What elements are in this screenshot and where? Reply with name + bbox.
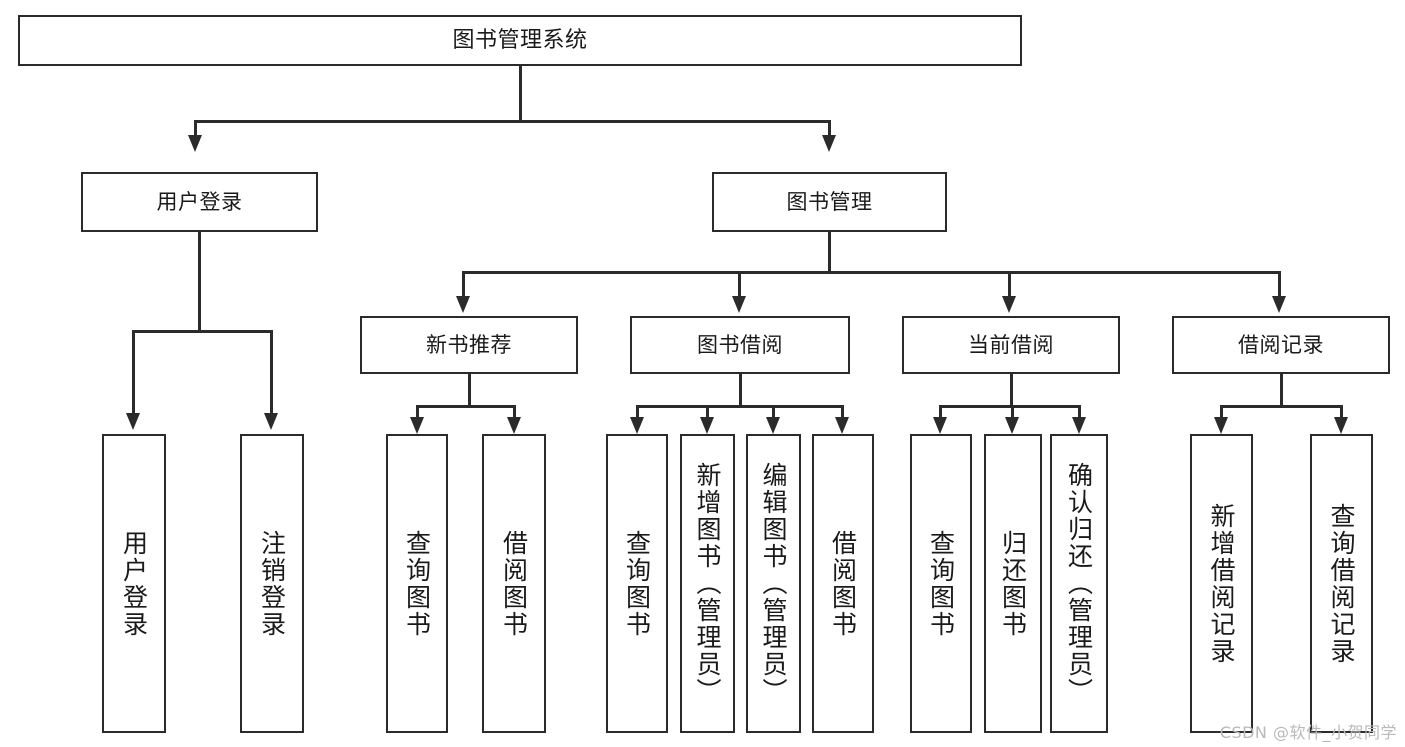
arrowhead-leaf-borrowrecord-2 bbox=[1334, 417, 1348, 434]
connector-drop-leaf-bookborrow-2 bbox=[706, 405, 709, 419]
connector-drop-leaf-borrowrecord-1 bbox=[1220, 405, 1223, 419]
node-label: 查询借阅记录 bbox=[1327, 502, 1356, 665]
leaf-query-borrow-record[interactable]: 查询借阅记录 bbox=[1310, 434, 1373, 733]
connector-drop-leaf-bookborrow-1 bbox=[636, 405, 639, 419]
connector-book-management-stem bbox=[828, 232, 831, 273]
arrowhead-user-login bbox=[188, 135, 202, 152]
node-root-book-management-system[interactable]: 图书管理系统 bbox=[18, 15, 1022, 66]
connector-drop-level3-2 bbox=[738, 271, 741, 298]
node-label: 查询图书 bbox=[402, 529, 432, 638]
arrowhead-level3-1 bbox=[456, 296, 470, 313]
connector-current-borrow-bus bbox=[939, 405, 1080, 408]
node-label: 新书推荐 bbox=[426, 332, 512, 357]
connector-drop-level3-3 bbox=[1008, 271, 1011, 298]
connector-current-borrow-stem bbox=[1010, 374, 1013, 407]
node-label: 新增借阅记录 bbox=[1207, 502, 1236, 665]
connector-borrow-record-bus bbox=[1220, 405, 1342, 408]
node-current-borrow[interactable]: 当前借阅 bbox=[902, 316, 1120, 374]
connector-level2-bus bbox=[194, 120, 831, 123]
arrowhead-leaf-bookborrow-2 bbox=[700, 417, 714, 434]
node-book-borrow[interactable]: 图书借阅 bbox=[630, 316, 850, 374]
connector-drop-leaf-user-login-1 bbox=[132, 330, 135, 415]
arrowhead-leaf-bookborrow-1 bbox=[630, 417, 644, 434]
node-label: 查询图书 bbox=[622, 529, 652, 638]
connector-drop-leaf-currentborrow-2 bbox=[1011, 405, 1014, 419]
arrowhead-leaf-currentborrow-2 bbox=[1005, 417, 1019, 434]
node-label: 图书借阅 bbox=[697, 332, 783, 357]
node-label: 查询图书 bbox=[926, 529, 956, 638]
connector-book-borrow-stem bbox=[739, 374, 742, 407]
leaf-edit-book-admin[interactable]: 编辑图书（管理员） bbox=[746, 434, 801, 733]
connector-drop-user-login bbox=[194, 120, 197, 137]
node-label: 用户登录 bbox=[119, 529, 149, 638]
node-new-book-recommend[interactable]: 新书推荐 bbox=[360, 316, 578, 374]
arrowhead-leaf-bookborrow-4 bbox=[835, 417, 849, 434]
leaf-add-borrow-record[interactable]: 新增借阅记录 bbox=[1190, 434, 1253, 733]
arrowhead-book-management bbox=[822, 135, 836, 152]
connector-drop-leaf-user-login-2 bbox=[270, 330, 273, 415]
node-user-login[interactable]: 用户登录 bbox=[81, 172, 318, 232]
connector-level3-bus bbox=[462, 271, 1280, 274]
node-label: 图书管理 bbox=[786, 189, 873, 214]
leaf-query-book-current[interactable]: 查询图书 bbox=[910, 434, 972, 733]
node-label: 借阅图书 bbox=[499, 529, 529, 638]
connector-new-book-stem bbox=[468, 374, 471, 407]
node-label: 借阅图书 bbox=[828, 529, 858, 638]
node-label: 编辑图书（管理员） bbox=[759, 462, 788, 705]
connector-drop-leaf-newbook-2 bbox=[513, 405, 516, 419]
leaf-query-book-borrow[interactable]: 查询图书 bbox=[606, 434, 668, 733]
connector-drop-leaf-bookborrow-3 bbox=[772, 405, 775, 419]
connector-user-login-bus bbox=[132, 330, 270, 333]
node-label: 用户登录 bbox=[156, 189, 243, 214]
arrowhead-leaf-bookborrow-3 bbox=[766, 417, 780, 434]
connector-drop-book-management bbox=[828, 120, 831, 137]
node-label: 注销登录 bbox=[257, 529, 287, 638]
connector-user-login-stem bbox=[198, 232, 201, 332]
node-book-management[interactable]: 图书管理 bbox=[712, 172, 947, 232]
leaf-query-book-recommend[interactable]: 查询图书 bbox=[386, 434, 448, 733]
connector-drop-leaf-bookborrow-4 bbox=[841, 405, 844, 419]
arrowhead-leaf-newbook-2 bbox=[507, 417, 521, 434]
arrowhead-leaf-newbook-1 bbox=[410, 417, 424, 434]
leaf-logout[interactable]: 注销登录 bbox=[240, 434, 304, 733]
leaf-confirm-return-admin[interactable]: 确认归还（管理员） bbox=[1050, 434, 1108, 733]
arrowhead-leaf-currentborrow-1 bbox=[933, 417, 947, 434]
connector-drop-level3-4 bbox=[1278, 271, 1281, 298]
arrowhead-leaf-currentborrow-3 bbox=[1072, 417, 1086, 434]
connector-root-stem bbox=[519, 66, 522, 121]
connector-book-borrow-bus bbox=[636, 405, 843, 408]
arrowhead-leaf-borrowrecord-1 bbox=[1214, 417, 1228, 434]
leaf-borrow-book[interactable]: 借阅图书 bbox=[812, 434, 874, 733]
arrowhead-leaf-user-login-1 bbox=[126, 413, 140, 430]
arrowhead-level3-3 bbox=[1002, 296, 1016, 313]
connector-drop-leaf-currentborrow-1 bbox=[939, 405, 942, 419]
connector-borrow-record-stem bbox=[1280, 374, 1283, 407]
connector-drop-leaf-borrowrecord-2 bbox=[1340, 405, 1343, 419]
node-label: 归还图书 bbox=[998, 529, 1028, 638]
connector-drop-leaf-currentborrow-3 bbox=[1078, 405, 1081, 419]
node-label: 图书管理系统 bbox=[452, 27, 588, 53]
connector-drop-leaf-newbook-1 bbox=[416, 405, 419, 419]
node-label: 确认归还（管理员） bbox=[1064, 462, 1094, 705]
node-label: 当前借阅 bbox=[968, 332, 1054, 357]
leaf-return-book[interactable]: 归还图书 bbox=[984, 434, 1042, 733]
arrowhead-leaf-user-login-2 bbox=[264, 413, 278, 430]
leaf-borrow-book-recommend[interactable]: 借阅图书 bbox=[482, 434, 546, 733]
node-label: 新增图书（管理员） bbox=[693, 462, 722, 705]
node-borrow-record[interactable]: 借阅记录 bbox=[1172, 316, 1390, 374]
leaf-add-book-admin[interactable]: 新增图书（管理员） bbox=[680, 434, 735, 733]
leaf-user-login[interactable]: 用户登录 bbox=[102, 434, 166, 733]
connector-new-book-bus bbox=[416, 405, 516, 408]
connector-drop-level3-1 bbox=[462, 271, 465, 298]
arrowhead-level3-2 bbox=[732, 296, 746, 313]
node-label: 借阅记录 bbox=[1238, 332, 1324, 357]
arrowhead-level3-4 bbox=[1272, 296, 1286, 313]
